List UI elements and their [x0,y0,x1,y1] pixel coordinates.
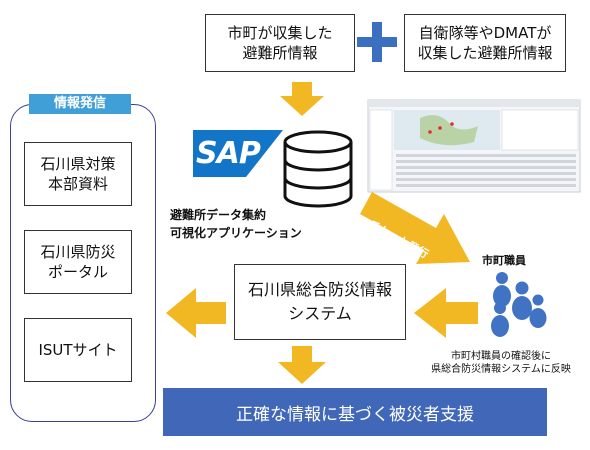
panel-item-hq-docs: 石川県対策 本部資料 [24,142,132,206]
disaster-info-system-box: 石川県総合防災情報 システム [234,264,406,340]
app-screenshot-thumbnail [367,99,581,193]
left-arrow [166,288,226,338]
ticket-arrow [360,192,470,264]
victim-support-bar: 正確な情報に基づく被災者支援 [163,388,547,436]
staff-label: 市町職員 [482,254,526,267]
staff-confirm-note: 市町村職員の確認後に 県総合防災情報システムに反映 [431,351,571,375]
plus-icon [357,22,397,62]
sap-logo [193,130,283,177]
down-arrow-bottom [278,346,326,384]
panel-title: 情報発信 [29,94,131,114]
city-collected-info-box: 市町が収集した 避難所情報 [205,14,355,72]
sdf-dmat-info-box: 自衛隊等やDMATが 収集した避難所情報 [404,14,566,72]
staff-to-system-arrow [414,288,478,338]
db-app-caption: 避難所データ集約 可視化アプリケーション [170,208,302,240]
sap-logo-text: SAP [196,136,261,171]
panel-item-bousai-portal: 石川県防災 ポータル [24,230,132,294]
database-icon [283,130,353,208]
down-arrow-top [280,82,324,116]
people-icon [491,272,547,337]
panel-item-isut-site: ISUTサイト [24,318,132,382]
